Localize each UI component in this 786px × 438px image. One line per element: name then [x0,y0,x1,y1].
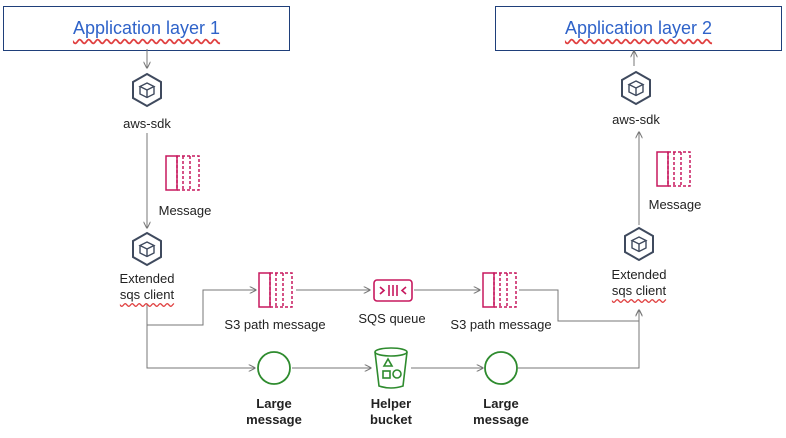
helper-bucket-label: Helper bucket [351,396,431,428]
message-label: Message [648,197,702,212]
large-message-line2: message [473,412,529,427]
large-message-icon [257,351,291,385]
sqs-client-text: sqs client [119,287,175,302]
helper-bucket-line2: bucket [370,412,412,427]
sqs-client-text: sqs client [611,283,667,298]
s3-path-message-label: S3 path message [224,317,326,332]
large-message-line2: message [246,412,302,427]
application-layer-2-title: Application layer 2 [564,18,713,38]
large-message-label: Large message [234,396,314,428]
message-icon [656,151,691,187]
message-label: Message [158,203,212,218]
extended-label-line1: Extended [119,271,175,286]
aws-sdk-icon [132,72,162,108]
message-icon [165,155,200,191]
aws-sdk-label: aws-sdk [612,112,660,127]
large-message-icon [484,351,518,385]
sqs-queue-icon [373,279,413,302]
connectors [147,49,639,368]
extended-sqs-client-icon [132,231,162,267]
extended-label-line2: sqs client [100,287,194,303]
aws-sdk-label: aws-sdk [123,116,171,131]
extended-label-line1: Extended [611,267,667,282]
application-layer-1-box: Application layer 1 [3,6,290,51]
extended-sqs-client-icon [624,226,654,262]
large-message-line1: Large [256,396,292,411]
large-message-label: Large message [461,396,541,428]
sqs-queue-label: SQS queue [358,311,426,326]
arrow-client-to-s3-path [146,290,256,326]
s3-path-message-icon [258,272,293,308]
extended-sqs-client-label: Extended sqs client [100,271,194,303]
application-layer-2-box: Application layer 2 [495,6,782,51]
extended-sqs-client-label: Extended sqs client [592,267,686,299]
aws-sdk-icon [621,70,651,106]
helper-bucket-icon [374,347,408,389]
s3-path-message-icon [482,272,517,308]
application-layer-1-title: Application layer 1 [72,18,221,38]
arrow-large-message-to-client [518,310,639,369]
helper-bucket-line1: Helper [370,396,412,411]
large-message-line1: Large [483,396,519,411]
extended-label-line2: sqs client [592,283,686,299]
s3-path-message-label: S3 path message [450,317,552,332]
arrow-client-to-large-message [146,325,255,368]
